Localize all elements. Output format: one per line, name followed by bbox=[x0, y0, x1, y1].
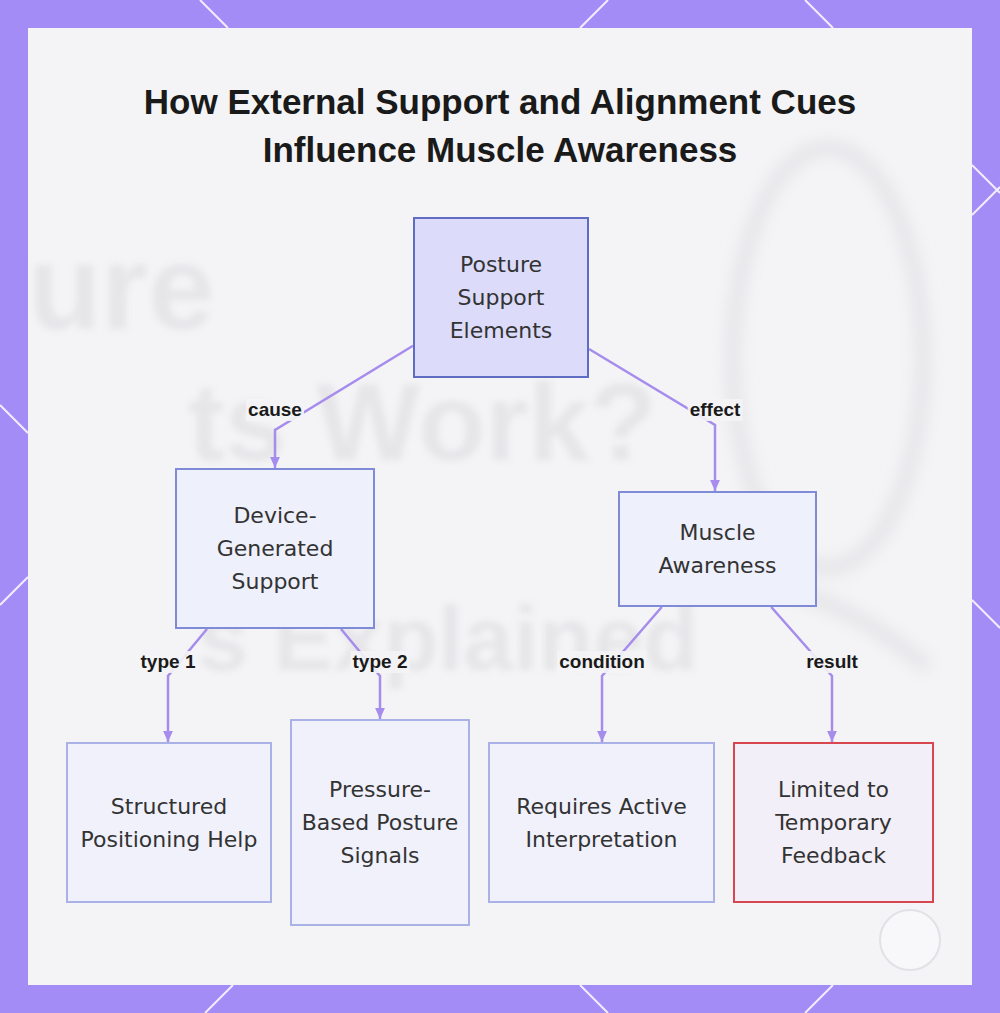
process-box: Device-Generated Support bbox=[175, 468, 375, 629]
process-box: Posture Support Elements bbox=[413, 217, 589, 378]
connector bbox=[602, 607, 662, 742]
process-box: Muscle Awareness bbox=[618, 491, 817, 607]
watermark-text: ure bbox=[28, 218, 215, 356]
edge-label: type 2 bbox=[351, 651, 410, 673]
node-text: Structured Positioning Help bbox=[68, 790, 270, 856]
node-text: Pressure-Based Posture Signals bbox=[292, 773, 468, 872]
node-text: Posture Support Elements bbox=[415, 248, 587, 347]
process-box: Requires Active Interpretation bbox=[488, 742, 715, 903]
connector bbox=[168, 629, 207, 742]
edge-label: type 1 bbox=[139, 651, 198, 673]
process-box: Structured Positioning Help bbox=[66, 742, 272, 903]
edge-label: effect bbox=[688, 399, 743, 421]
process-box: Pressure-Based Posture Signals bbox=[290, 719, 470, 926]
connector bbox=[341, 629, 380, 719]
edge-label: result bbox=[804, 651, 860, 673]
diagram-title: How External Support and Alignment Cues … bbox=[100, 78, 900, 174]
process-box: Limited to Temporary Feedback bbox=[733, 742, 934, 903]
edge-label: condition bbox=[557, 651, 646, 673]
node-text: Muscle Awareness bbox=[620, 516, 815, 582]
node-text: Device-Generated Support bbox=[177, 499, 373, 598]
node-text: Limited to Temporary Feedback bbox=[735, 773, 932, 872]
node-text: Requires Active Interpretation bbox=[490, 790, 713, 856]
edge-label: cause bbox=[246, 399, 304, 421]
connector bbox=[771, 607, 832, 742]
logo-circle bbox=[880, 910, 940, 970]
